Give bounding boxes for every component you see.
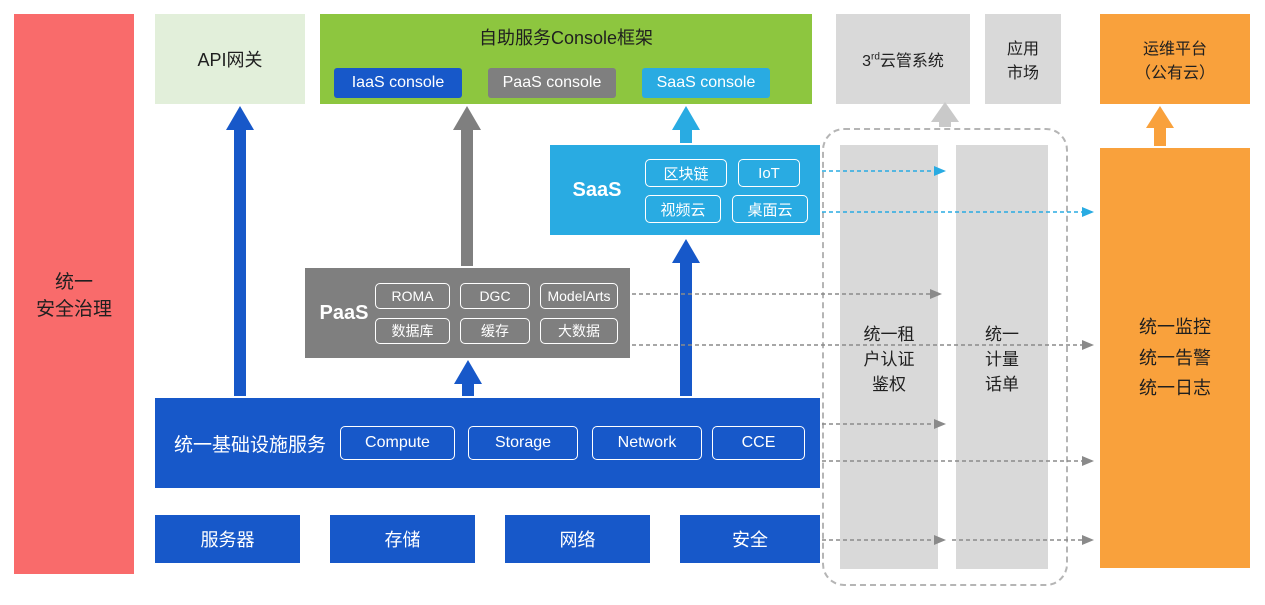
third-party-cloud-label: 3rd云管系统 bbox=[862, 51, 944, 70]
cache-chip: 缓存 bbox=[460, 318, 530, 344]
paas-console-chip: PaaS console bbox=[488, 68, 616, 98]
ops-platform-box: 运维平台 （公有云） bbox=[1100, 14, 1250, 104]
arrow-authframe-to-thirdparty bbox=[931, 102, 959, 127]
infrastructure-label: 统一基础设施服务 bbox=[173, 434, 326, 456]
storage-box: 存储 bbox=[330, 515, 475, 563]
roma-chip: ROMA bbox=[375, 283, 450, 309]
dgc-chip: DGC bbox=[460, 283, 530, 309]
infrastructure-box: 统一基础设施服务 Compute Storage Network CCE bbox=[155, 398, 820, 488]
saas-label: SaaS bbox=[572, 178, 622, 201]
saas-box: SaaS 区块链 IoT 视频云 桌面云 bbox=[550, 145, 820, 235]
arrow-infra-to-saas bbox=[672, 239, 700, 396]
metering-bar: 统一 计量 话单 bbox=[956, 145, 1048, 569]
paas-label: PaaS bbox=[319, 301, 369, 324]
arrow-infra-to-paas bbox=[454, 360, 482, 396]
bigdata-chip: 大数据 bbox=[540, 318, 618, 344]
blockchain-chip: 区块链 bbox=[645, 159, 727, 187]
compute-chip: Compute bbox=[340, 426, 455, 460]
security-governance-bar: 统一 安全治理 bbox=[14, 14, 134, 574]
video-cloud-chip: 视频云 bbox=[645, 195, 721, 223]
arrow-saas-to-console bbox=[672, 106, 700, 143]
console-frame-box: 自助服务Console框架 IaaS console PaaS console … bbox=[320, 14, 812, 104]
iot-chip: IoT bbox=[738, 159, 800, 187]
modelarts-chip: ModelArts bbox=[540, 283, 618, 309]
server-box: 服务器 bbox=[155, 515, 300, 563]
security-box: 安全 bbox=[680, 515, 820, 563]
cce-chip: CCE bbox=[712, 426, 805, 460]
app-market-box: 应用 市场 bbox=[985, 14, 1061, 104]
tenant-auth-bar: 统一租 户认证 鉴权 bbox=[840, 145, 938, 569]
database-chip: 数据库 bbox=[375, 318, 450, 344]
console-frame-title: 自助服务Console框架 bbox=[478, 28, 654, 48]
iaas-console-chip: IaaS console bbox=[334, 68, 462, 98]
arrow-paas-to-console bbox=[453, 106, 481, 266]
api-gateway-box: API网关 bbox=[155, 14, 305, 104]
third-party-cloud-box: 3rd云管系统 bbox=[836, 14, 970, 104]
network-box: 网络 bbox=[505, 515, 650, 563]
monitoring-box: 统一监控 统一告警 统一日志 bbox=[1100, 148, 1250, 568]
auth-metering-dashed-frame bbox=[822, 128, 1068, 586]
desktop-cloud-chip: 桌面云 bbox=[732, 195, 808, 223]
storage-chip: Storage bbox=[468, 426, 578, 460]
network-chip: Network bbox=[592, 426, 702, 460]
saas-console-chip: SaaS console bbox=[642, 68, 770, 98]
arrow-infra-to-api-gateway bbox=[226, 106, 254, 396]
arrow-monitoring-to-ops bbox=[1146, 106, 1174, 146]
paas-box: PaaS ROMA DGC ModelArts 数据库 缓存 大数据 bbox=[305, 268, 630, 358]
